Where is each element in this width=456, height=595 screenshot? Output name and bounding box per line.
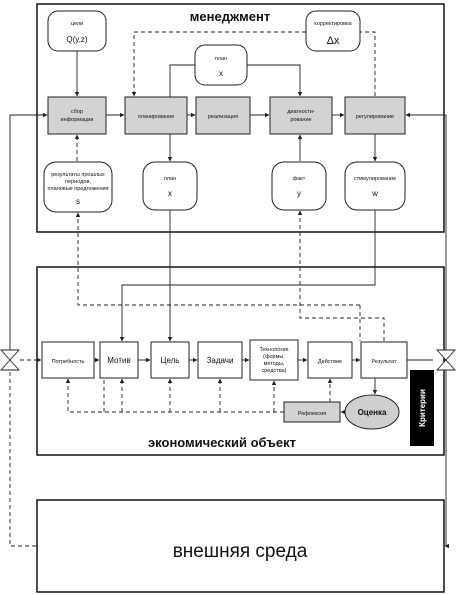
chain-action-label: Действие bbox=[318, 358, 342, 365]
chain-tasks bbox=[197, 341, 243, 379]
object-title: экономический объект bbox=[148, 435, 296, 450]
object-dashed-links bbox=[65, 210, 385, 413]
environment-frame bbox=[36, 499, 445, 593]
past-results-line3: плановые предложения bbox=[47, 186, 108, 192]
chain-tech-line2: (формы, bbox=[263, 354, 285, 360]
plan-bottom-label: план bbox=[164, 176, 176, 182]
management-frame bbox=[36, 3, 445, 233]
chain-result-label: Результат bbox=[371, 359, 396, 365]
process-realization-label: реализация bbox=[208, 114, 238, 120]
chain-motive-label: Мотив bbox=[107, 356, 130, 365]
chain-result bbox=[360, 341, 408, 379]
chain-goal-label: Цель bbox=[161, 356, 180, 365]
fact-box bbox=[271, 161, 327, 211]
outer-loop-left-dashed bbox=[9, 357, 42, 547]
process-regulation bbox=[344, 96, 406, 135]
process-planning bbox=[124, 96, 188, 135]
stimulation-symbol: w bbox=[371, 189, 378, 198]
process-diagnostics-line1: диагности- bbox=[287, 109, 315, 115]
management-title: менеджмент bbox=[190, 9, 270, 24]
chain-tasks-label: Задачи bbox=[207, 356, 234, 365]
past-results-symbol: s bbox=[76, 197, 80, 206]
criteria-bar bbox=[410, 370, 434, 446]
stimulation-box bbox=[344, 161, 406, 211]
chain-need-label: Потребность bbox=[52, 359, 85, 365]
chain-arrows bbox=[94, 210, 433, 415]
reflection-label: Рефлексия bbox=[298, 411, 326, 417]
process-diagnostics-line2: рование bbox=[290, 117, 311, 123]
correction-label: корректировка bbox=[314, 21, 352, 27]
chain-action bbox=[307, 341, 353, 379]
past-results-line2: периодов, bbox=[65, 179, 91, 185]
chain-need bbox=[41, 341, 95, 379]
criteria-label: Критерии bbox=[418, 389, 427, 427]
chain-tech-line3: методы, bbox=[264, 361, 285, 367]
process-planning-label: планирование bbox=[138, 114, 175, 120]
environment-title: внешняя среда bbox=[173, 541, 308, 562]
outer-loop-right bbox=[405, 112, 450, 549]
process-diagnostics bbox=[269, 96, 333, 135]
goals-box bbox=[47, 10, 107, 52]
management-dashed-links bbox=[74, 31, 376, 161]
plan-top-label: план bbox=[215, 56, 227, 62]
past-results-box bbox=[43, 161, 113, 213]
plan-top-symbol: x bbox=[219, 69, 223, 78]
plan-bottom-symbol: x bbox=[168, 189, 172, 198]
process-collect bbox=[47, 96, 107, 135]
goals-symbol: Q(y,z) bbox=[66, 35, 88, 44]
fact-label: факт bbox=[293, 176, 306, 182]
chain-motive bbox=[99, 341, 139, 379]
process-collect-line1: сбор bbox=[71, 109, 83, 115]
management-arrows bbox=[74, 51, 378, 162]
correction-box bbox=[305, 10, 361, 52]
chain-tech-line4: средства) bbox=[262, 368, 287, 374]
plan-bottom-box bbox=[142, 161, 198, 211]
process-regulation-label: регулирование bbox=[356, 114, 394, 120]
plan-top-box bbox=[194, 44, 248, 86]
fact-symbol: y bbox=[297, 189, 301, 198]
valve-left bbox=[0, 349, 21, 371]
chain-tech-line1: Технология bbox=[259, 347, 288, 353]
outer-loop-left bbox=[9, 112, 48, 350]
process-collect-line2: информации bbox=[61, 117, 94, 123]
process-realization bbox=[195, 96, 251, 135]
valve-right bbox=[435, 349, 456, 371]
goals-label: цели bbox=[71, 21, 83, 27]
chain-tech bbox=[249, 339, 299, 381]
stimulation-label: стимулирование bbox=[354, 176, 396, 182]
evaluation-label: Оценка bbox=[358, 408, 387, 417]
correction-symbol: Δx bbox=[327, 35, 340, 47]
past-results-line1: результаты прошлых bbox=[51, 172, 105, 178]
